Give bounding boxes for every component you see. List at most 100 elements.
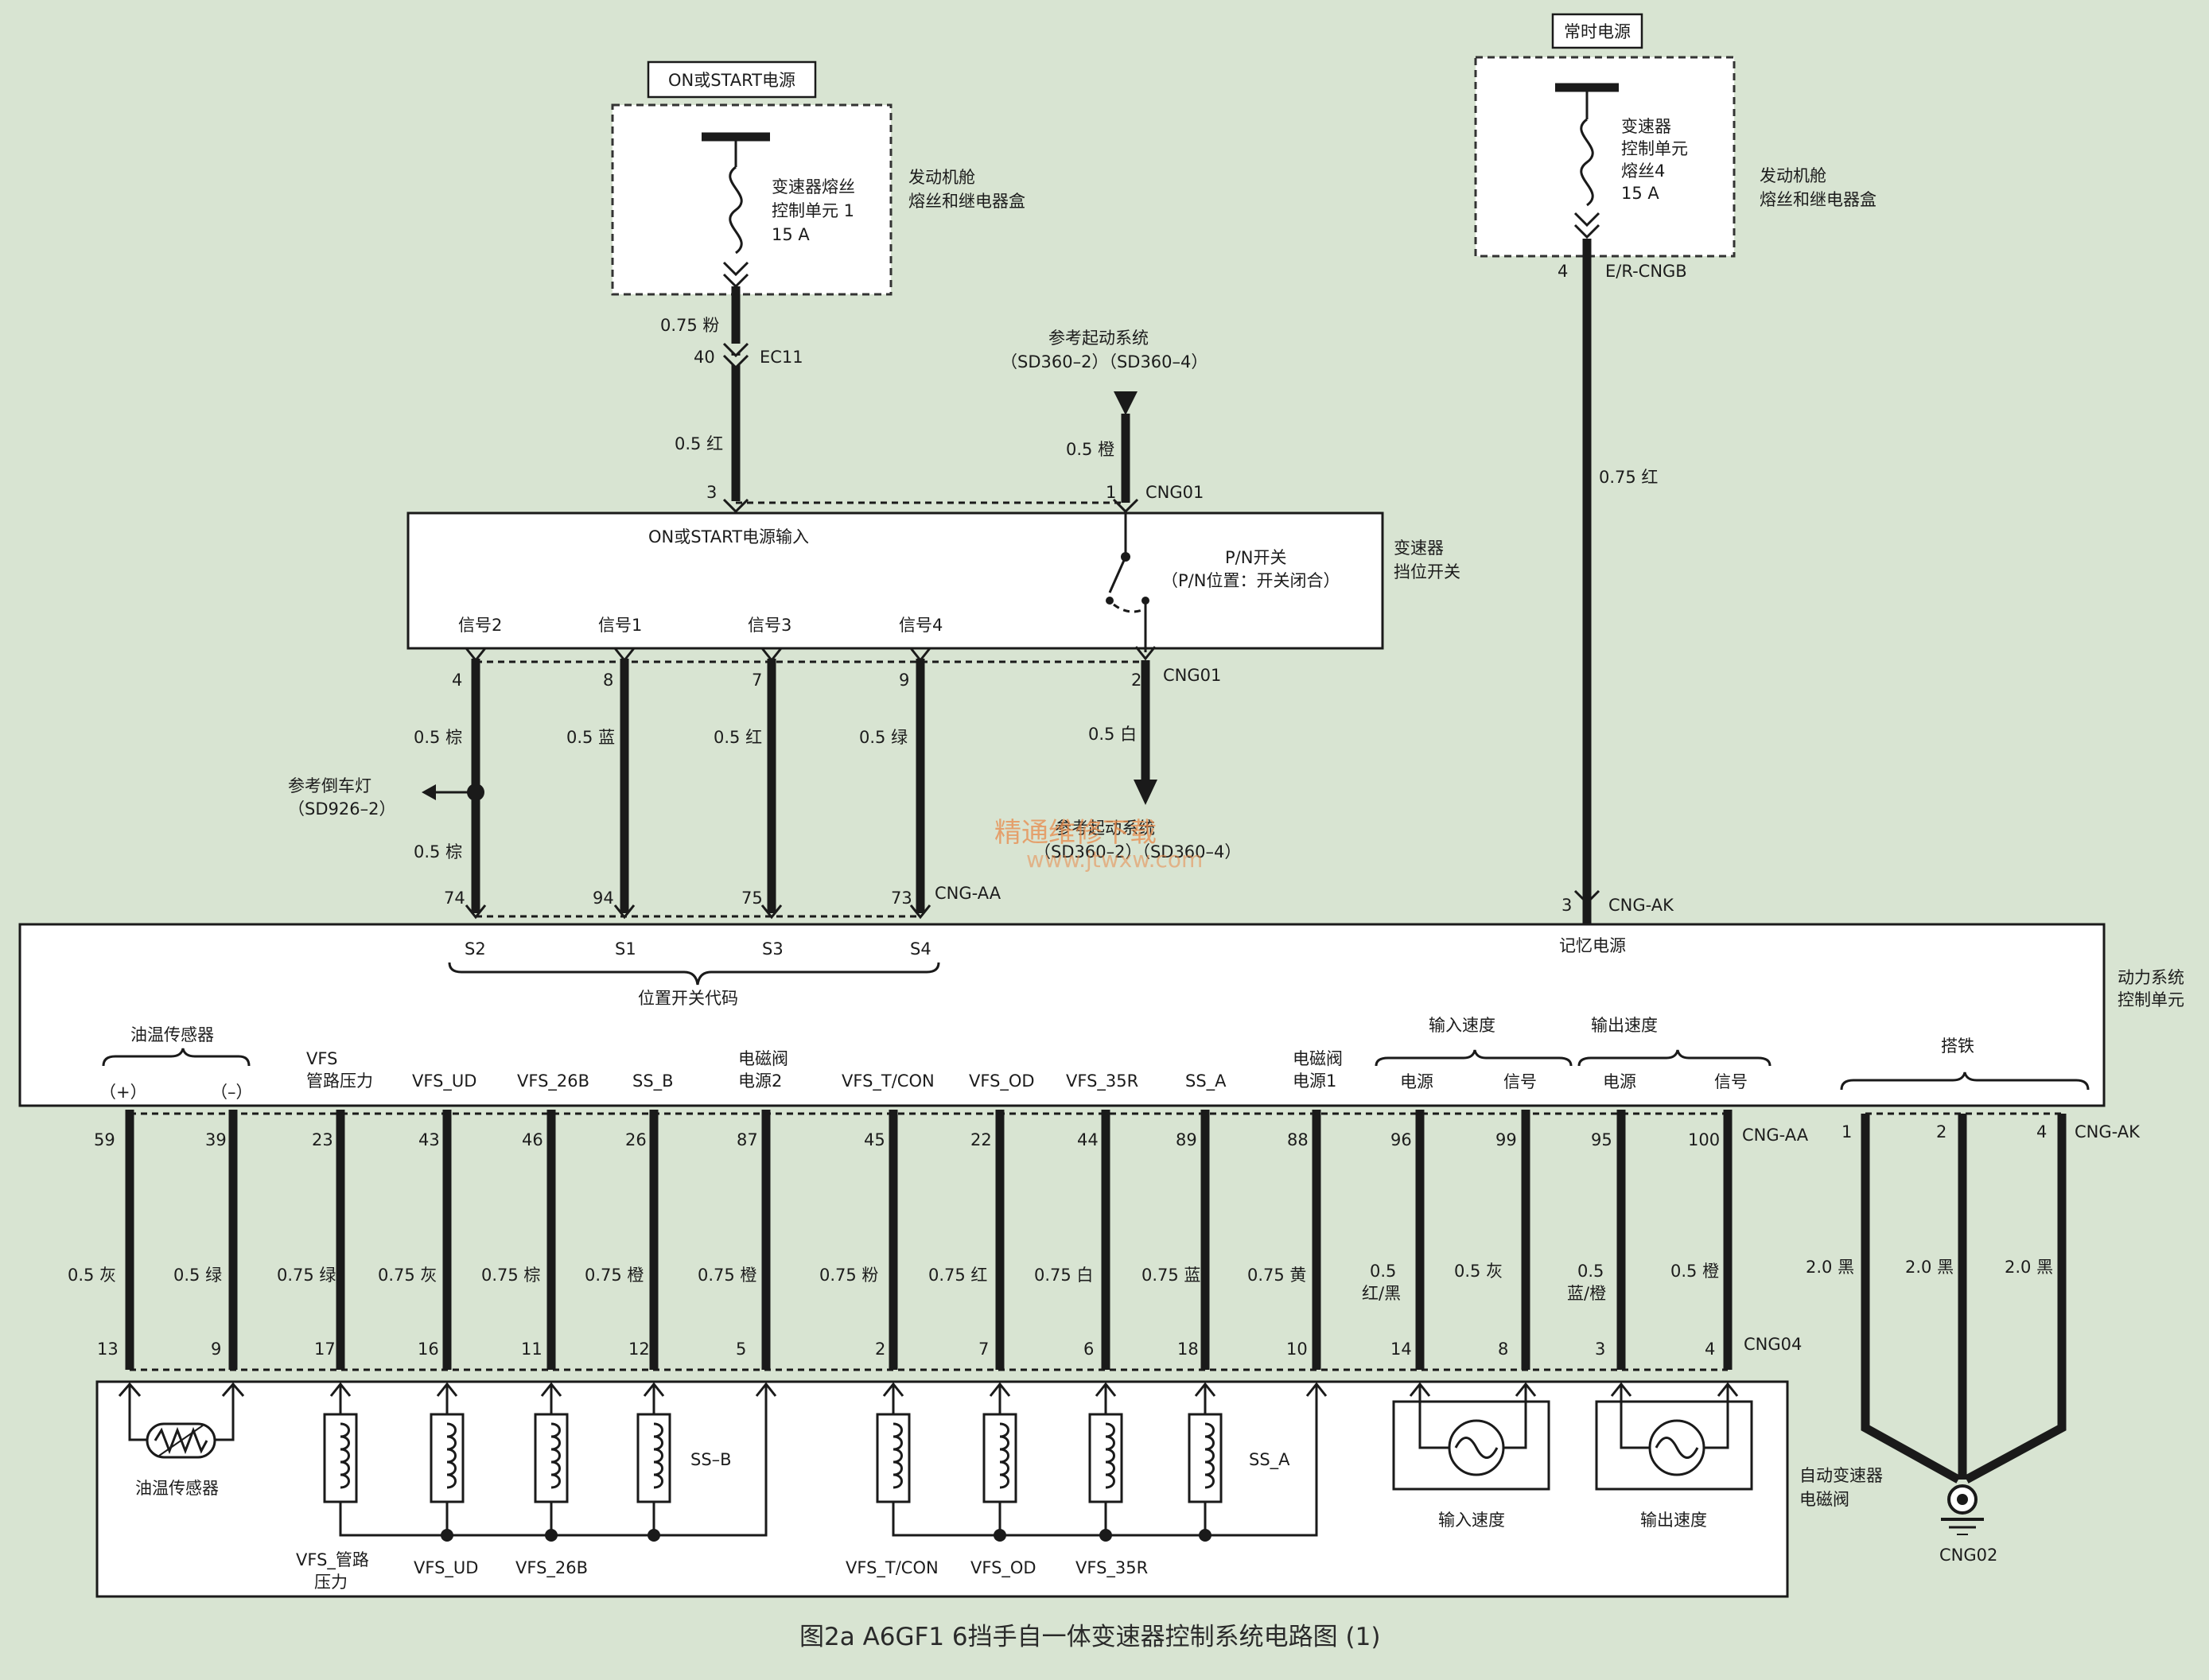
wire-label-pin95-b: 蓝/橙 bbox=[1567, 1284, 1606, 1303]
pin-46: 46 bbox=[522, 1130, 543, 1149]
connector-ec11: EC11 bbox=[760, 348, 803, 367]
start-ref-label-top: 参考起动系统 bbox=[1048, 329, 1149, 348]
pn-switch-note: （P/N位置：开关闭合） bbox=[1161, 571, 1340, 590]
connector-cng-aa-bottom: CNG-AA bbox=[1742, 1126, 1809, 1145]
wire-label-pin100: 0.5 橙 bbox=[1670, 1262, 1719, 1281]
on-start-power-source: ON或START电源 变速器熔丝 控制单元 1 15 A 发动机舱 熔丝和继电器… bbox=[611, 60, 1025, 296]
pin-23: 23 bbox=[312, 1130, 333, 1149]
connector-cng01-top: CNG01 bbox=[1145, 483, 1204, 502]
vfs-35r-label: VFS_35R bbox=[1075, 1558, 1148, 1578]
signal-3-label: 信号3 bbox=[748, 616, 791, 635]
pin-99: 99 bbox=[1495, 1130, 1517, 1149]
fuse-right-line1: 变速器 bbox=[1621, 117, 1671, 136]
connector-cng-aa-top: CNG-AA bbox=[935, 884, 1001, 903]
pcm-code-s4: S4 bbox=[910, 939, 931, 959]
output-speed-group-label: 输出速度 bbox=[1591, 1016, 1658, 1035]
pin-4: 4 bbox=[1705, 1340, 1715, 1359]
wire-label-05-white: 0.5 白 bbox=[1088, 725, 1137, 744]
vfs-line-pressure-label-2: 压力 bbox=[314, 1573, 348, 1592]
range-switch-box bbox=[406, 511, 1384, 650]
wire-label-s1: 0.5 蓝 bbox=[566, 728, 615, 747]
ground-wire-label-2: 2.0 黑 bbox=[1905, 1258, 1954, 1277]
pin-59: 59 bbox=[94, 1130, 115, 1149]
wire-label-pin23: 0.75 绿 bbox=[277, 1266, 336, 1285]
pin-1-cng01: 1 bbox=[1106, 483, 1116, 502]
vfs-ud-label: VFS_UD bbox=[414, 1558, 478, 1578]
input-speed-group-label: 输入速度 bbox=[1429, 1016, 1495, 1035]
pcm-pin-numbers: 59 39 23 43 46 26 87 45 22 44 89 88 96 9… bbox=[94, 1126, 1809, 1149]
range-switch-name-2: 挡位开关 bbox=[1394, 562, 1460, 581]
watermark-url: www.jtwxw.com bbox=[1026, 846, 1203, 873]
wire-label-pin99: 0.5 灰 bbox=[1454, 1262, 1503, 1281]
start-ref-codes-bottom: （SD360–2）（SD360–4） bbox=[1034, 842, 1241, 861]
pin-73: 73 bbox=[891, 889, 912, 908]
fuse-right-line3: 熔丝4 bbox=[1621, 161, 1665, 181]
range-switch-input-label: ON或START电源输入 bbox=[648, 527, 809, 546]
signal-4-label: 信号4 bbox=[899, 616, 943, 635]
vfs-od-label: VFS_OD bbox=[970, 1558, 1036, 1578]
range-switch-name-1: 变速器 bbox=[1394, 539, 1444, 558]
pin-74: 74 bbox=[444, 889, 465, 908]
wire-label-05-red: 0.5 红 bbox=[675, 434, 723, 453]
engine-bay-box-label-left-2: 熔丝和继电器盒 bbox=[908, 192, 1025, 211]
wire-label-pin22: 0.75 红 bbox=[928, 1266, 987, 1285]
range-switch-signals: 信号2 信号1 信号3 信号4 4 8 7 9 0.5 棕 0.5 蓝 0.5 … bbox=[288, 616, 1145, 920]
pin-8: 8 bbox=[1498, 1340, 1508, 1359]
pin-2: 2 bbox=[875, 1340, 885, 1359]
pin-43: 43 bbox=[418, 1130, 440, 1149]
solenoid-coil-icon bbox=[1188, 1413, 1223, 1503]
pcm-label-line-pressure: 管路压力 bbox=[306, 1071, 373, 1091]
pcm-label-vfs-od: VFS_OD bbox=[969, 1071, 1035, 1091]
reverse-lamp-ref-label: 参考倒车灯 bbox=[288, 776, 371, 795]
wire-label-pin43: 0.75 灰 bbox=[378, 1266, 437, 1285]
minus-label: （–） bbox=[211, 1083, 253, 1102]
pin-88: 88 bbox=[1287, 1130, 1309, 1149]
wire-label-pin26: 0.75 橙 bbox=[585, 1266, 644, 1285]
pin-44: 44 bbox=[1077, 1130, 1099, 1149]
wire-label-pin45: 0.75 粉 bbox=[819, 1266, 878, 1285]
pin-95: 95 bbox=[1591, 1130, 1612, 1149]
pin-9: 9 bbox=[211, 1340, 221, 1359]
engine-bay-box-label-right-2: 熔丝和继电器盒 bbox=[1760, 190, 1876, 209]
brace-icon bbox=[1375, 1049, 1573, 1067]
ground-pin-1: 1 bbox=[1841, 1122, 1852, 1141]
figure-caption: 图2a A6GF1 6挡手自一体变速器控制系统电路图 (1) bbox=[799, 1623, 1380, 1651]
output-speed-sensor: 输出速度 bbox=[1595, 1382, 1753, 1530]
output-power-label: 电源 bbox=[1603, 1072, 1636, 1091]
pin-94: 94 bbox=[593, 889, 614, 908]
arrow-down-icon bbox=[1134, 780, 1157, 805]
input-speed-sensor: 输入速度 bbox=[1392, 1382, 1550, 1530]
pin-40: 40 bbox=[694, 348, 715, 367]
pin-96: 96 bbox=[1390, 1130, 1412, 1149]
pcm-label-vfs-26b: VFS_26B bbox=[517, 1071, 589, 1091]
pcm-name-2: 控制单元 bbox=[2118, 990, 2184, 1009]
constant-power-label: 常时电源 bbox=[1564, 22, 1631, 41]
wire-label-075-pink: 0.75 粉 bbox=[660, 316, 719, 335]
engine-bay-box-label-left-1: 发动机舱 bbox=[908, 168, 975, 187]
pin-4: 4 bbox=[452, 671, 462, 690]
wire-label-pin39: 0.5 绿 bbox=[173, 1266, 222, 1285]
pin-16: 16 bbox=[418, 1340, 439, 1359]
pcm-label-vfs-ud: VFS_UD bbox=[412, 1071, 476, 1091]
pin-10: 10 bbox=[1286, 1340, 1308, 1359]
fuse-left-line3: 15 A bbox=[772, 225, 810, 244]
fuse-icon bbox=[1580, 118, 1594, 207]
pin-22: 22 bbox=[970, 1130, 992, 1149]
solenoid-labels: VFS_管路 压力 VFS_UD VFS_26B VFS_T/CON VFS_O… bbox=[296, 1550, 1148, 1592]
ground-pin-2: 2 bbox=[1936, 1122, 1946, 1141]
pcm-label-solenoid-power1-b: 电源1 bbox=[1293, 1071, 1336, 1091]
fuse-icon bbox=[729, 165, 743, 255]
pin-7: 7 bbox=[752, 671, 762, 690]
pin-26: 26 bbox=[625, 1130, 647, 1149]
signal-1-label: 信号1 bbox=[598, 616, 642, 635]
memory-power-label: 记忆电源 bbox=[1559, 936, 1626, 955]
pin-100: 100 bbox=[1688, 1130, 1720, 1149]
position-switch-code-label: 位置开关代码 bbox=[638, 989, 738, 1008]
pin-13: 13 bbox=[97, 1340, 119, 1359]
input-speed-sensor-label: 输入速度 bbox=[1438, 1511, 1505, 1530]
pin-3-switch: 3 bbox=[706, 483, 717, 502]
ss-a-coil-label: SS_A bbox=[1249, 1450, 1290, 1470]
valve-body-pin-numbers: 13 9 17 16 11 12 5 2 7 6 18 10 14 8 3 4 … bbox=[97, 1335, 1802, 1359]
wire-label-075-red: 0.75 红 bbox=[1599, 468, 1658, 487]
